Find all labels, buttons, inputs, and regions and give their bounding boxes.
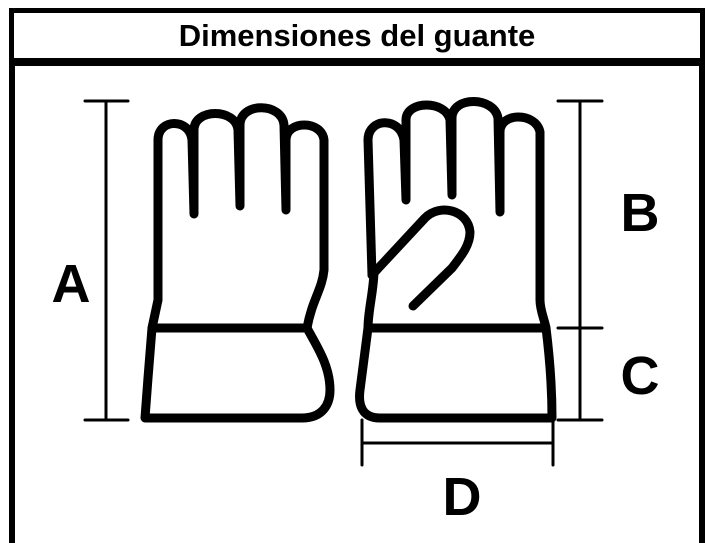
right-glove-thumb	[367, 205, 475, 311]
diagram-body	[9, 63, 705, 543]
label-c: C	[621, 346, 660, 406]
dimension-bc-line	[556, 99, 604, 422]
right-glove-icon	[355, 97, 557, 423]
right-glove-cuff	[355, 265, 557, 423]
dimension-a-line	[83, 99, 130, 422]
label-a: A	[52, 254, 91, 314]
label-d: D	[443, 467, 482, 527]
left-glove-hand-outline	[147, 103, 329, 333]
right-glove-hand-outline	[363, 97, 551, 333]
label-b: B	[621, 183, 660, 243]
title-bar: Dimensiones del guante	[9, 8, 705, 66]
left-glove-cuff	[140, 323, 335, 423]
diagram-title: Dimensiones del guante	[178, 17, 536, 53]
left-glove-icon	[140, 103, 335, 423]
dimension-d-line	[360, 418, 555, 467]
